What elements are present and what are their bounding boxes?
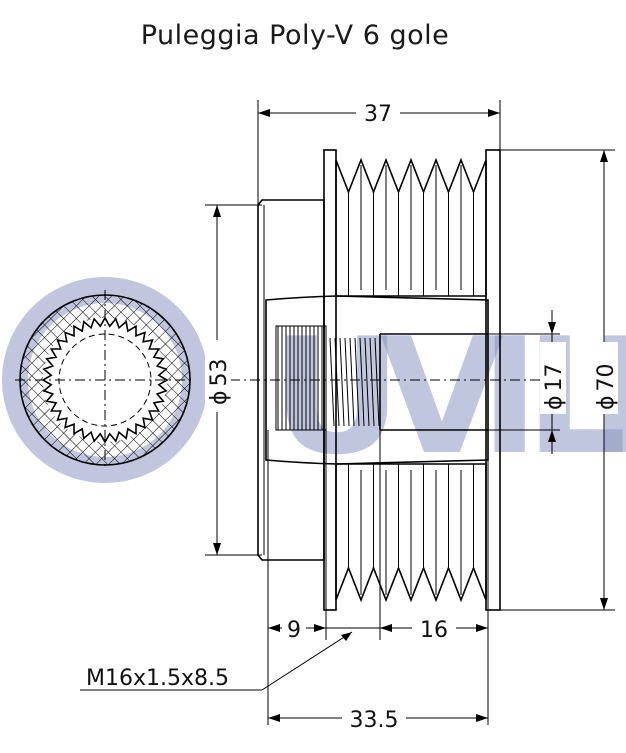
dim-overall-length: 37 <box>257 98 501 205</box>
thread-line <box>364 337 370 427</box>
thread-line <box>359 337 365 427</box>
thread-spec-label: M16x1.5x8.5 <box>86 666 229 691</box>
thread-line <box>369 337 375 427</box>
thread-line <box>374 337 380 427</box>
dim-inner-length: 33.5 <box>268 704 488 734</box>
dim-thread-and-bore-length: 9 16 <box>267 430 489 725</box>
thread-line <box>349 337 355 427</box>
dim-thread-length-label: 9 <box>287 618 301 643</box>
thread-line <box>354 337 360 427</box>
drawing-title: Puleggia Poly-V 6 gole <box>140 20 450 51</box>
thread-internal <box>329 337 380 427</box>
thread-line <box>339 337 345 427</box>
dim-overall-length-label: 37 <box>364 102 392 127</box>
thread-line <box>344 337 350 427</box>
thread-line <box>329 337 335 427</box>
pulley-grooves-bottom <box>335 463 487 603</box>
dim-hub-diameter: ϕ53 <box>205 204 262 556</box>
dim-outer-diameter-label: ϕ70 <box>594 363 619 410</box>
dim-inner-length-label: 33.5 <box>350 708 399 733</box>
side-view <box>230 149 560 611</box>
dim-bore-diameter-label: ϕ17 <box>542 363 567 410</box>
spline-internal <box>277 326 323 430</box>
dim-outer-diameter: ϕ70 <box>500 149 619 611</box>
dim-hub-diameter-label: ϕ53 <box>207 358 232 405</box>
dim-bore-diameter: ϕ17 <box>488 310 567 454</box>
dim-bore-length-label: 16 <box>420 618 448 643</box>
pulley-grooves-top <box>335 157 487 297</box>
thread-line <box>334 337 340 427</box>
thread-callout: M16x1.5x8.5 <box>80 631 353 691</box>
groove-lines <box>335 165 487 595</box>
